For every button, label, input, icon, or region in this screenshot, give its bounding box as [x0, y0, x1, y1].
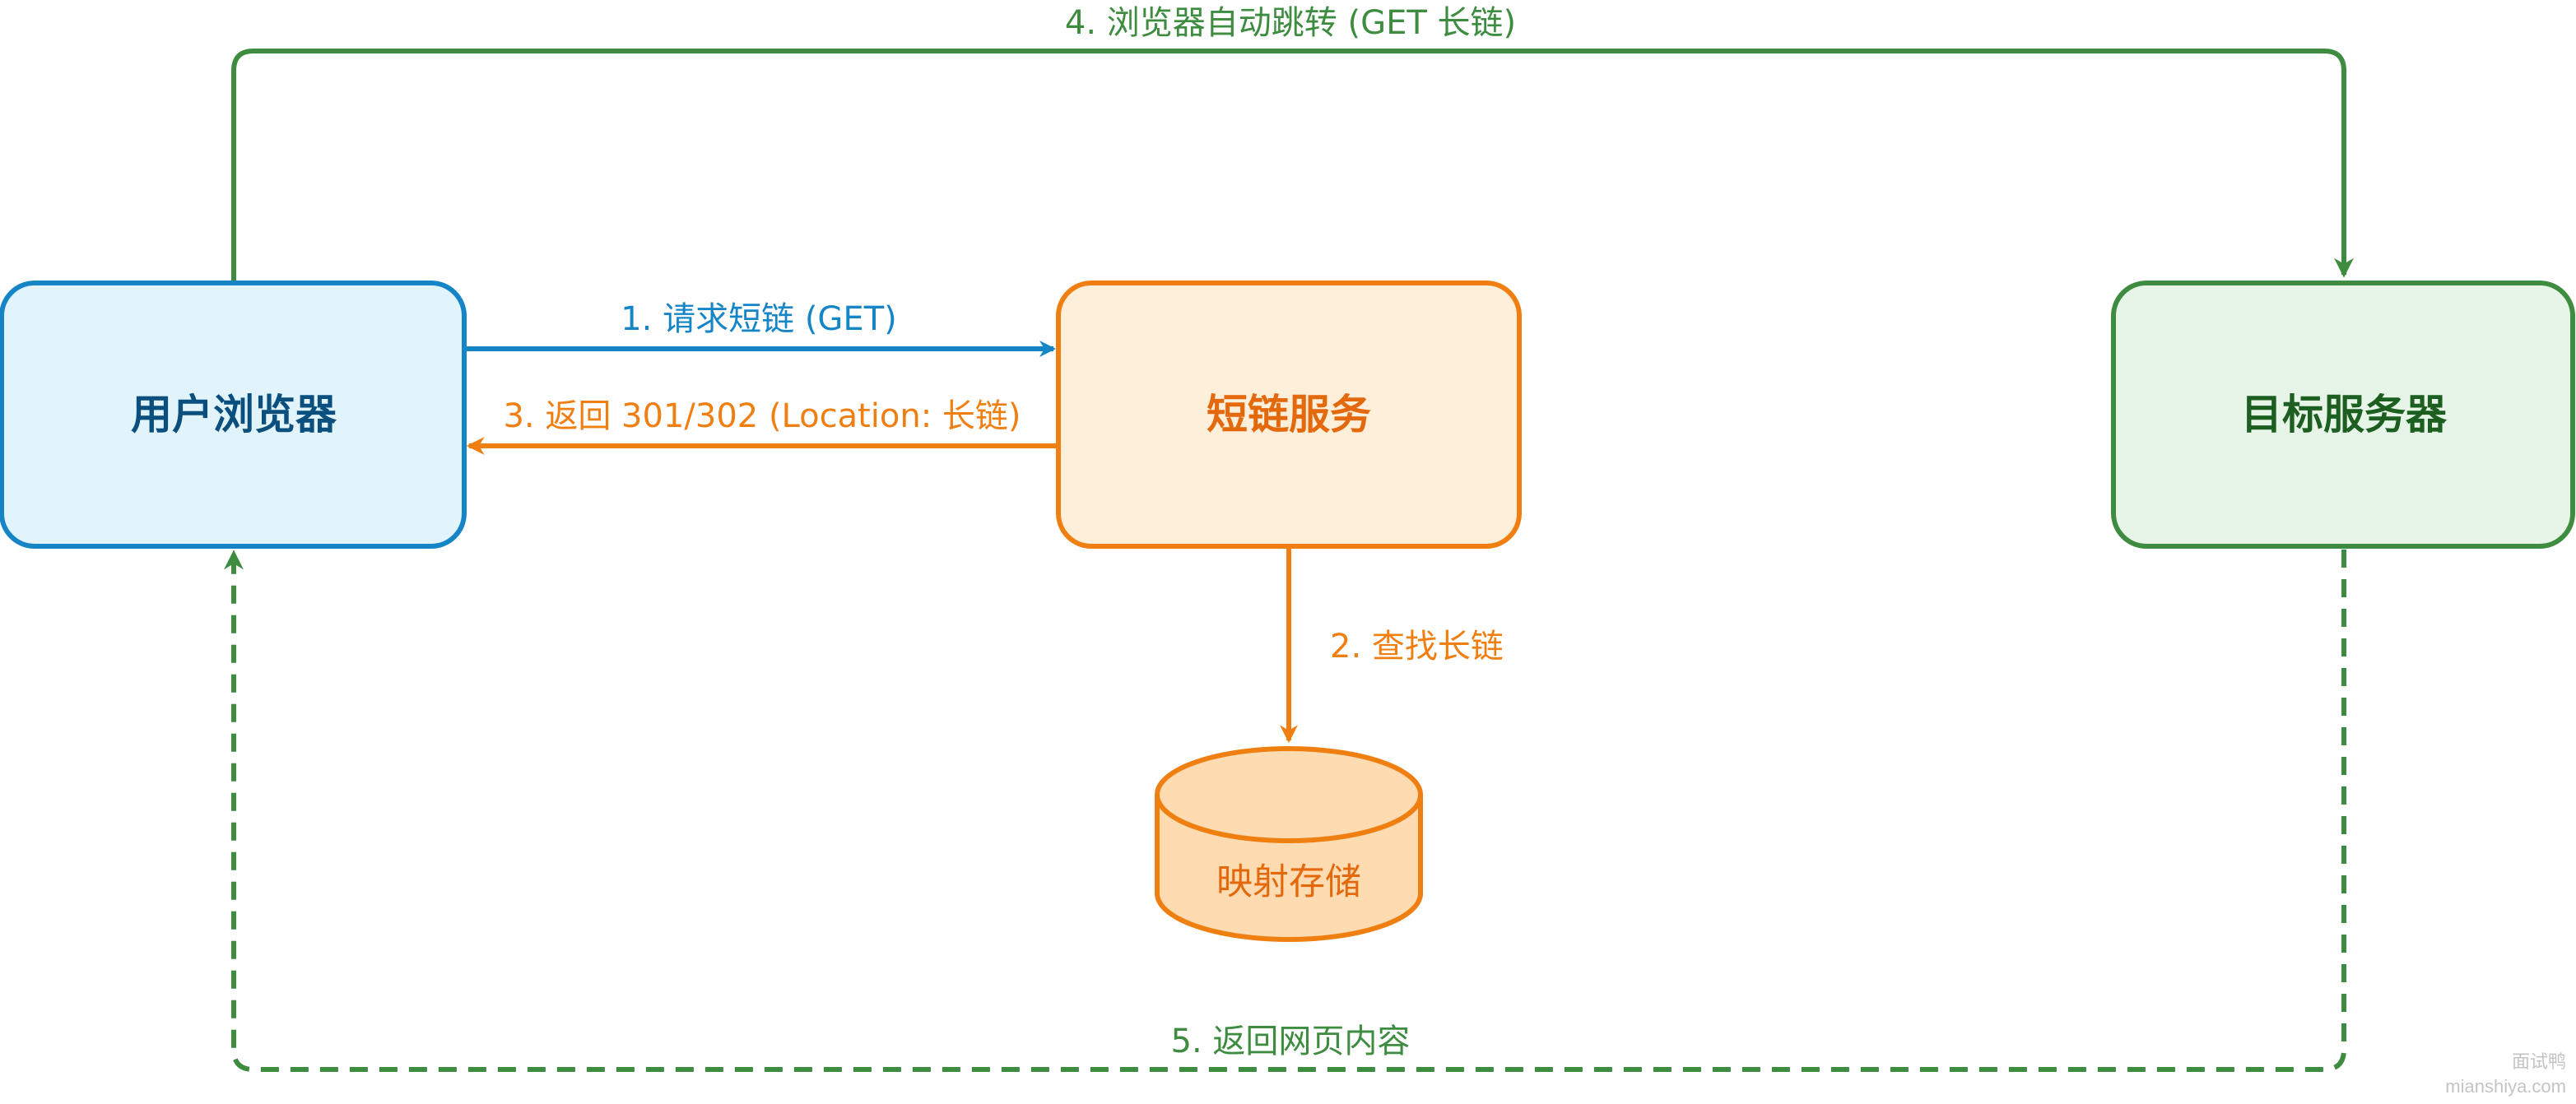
target-server-node: 目标服务器	[2111, 281, 2575, 549]
page-response-arrow	[224, 550, 2346, 1072]
watermark-url: mianshiya.com	[2445, 1076, 2566, 1097]
redirect-response-label: 3. 返回 301/302 (Location: 长链)	[503, 397, 1021, 435]
shortlink-service-node: 短链服务	[1056, 281, 1522, 549]
mapping-store-label: 映射存储	[1216, 861, 1361, 903]
shortlink-service-label: 短链服务	[1207, 391, 1371, 438]
watermark-brand: 面试鸭	[2512, 1051, 2566, 1072]
mapping-store-node: 映射存储	[1155, 746, 1423, 942]
request-label: 1. 请求短链 (GET)	[621, 300, 897, 338]
watermark: 面试鸭 mianshiya.com	[2445, 1051, 2566, 1097]
page-response-label: 5. 返回网页内容	[1171, 1023, 1411, 1060]
target-server-label: 目标服务器	[2241, 391, 2448, 438]
auto-redirect-arrow	[231, 49, 2354, 281]
browser-node: 用户浏览器	[0, 281, 467, 549]
lookup-label: 2. 查找长链	[1330, 628, 1504, 666]
auto-redirect-label: 4. 浏览器自动跳转 (GET 长链)	[1065, 4, 1516, 42]
browser-label: 用户浏览器	[131, 391, 337, 438]
